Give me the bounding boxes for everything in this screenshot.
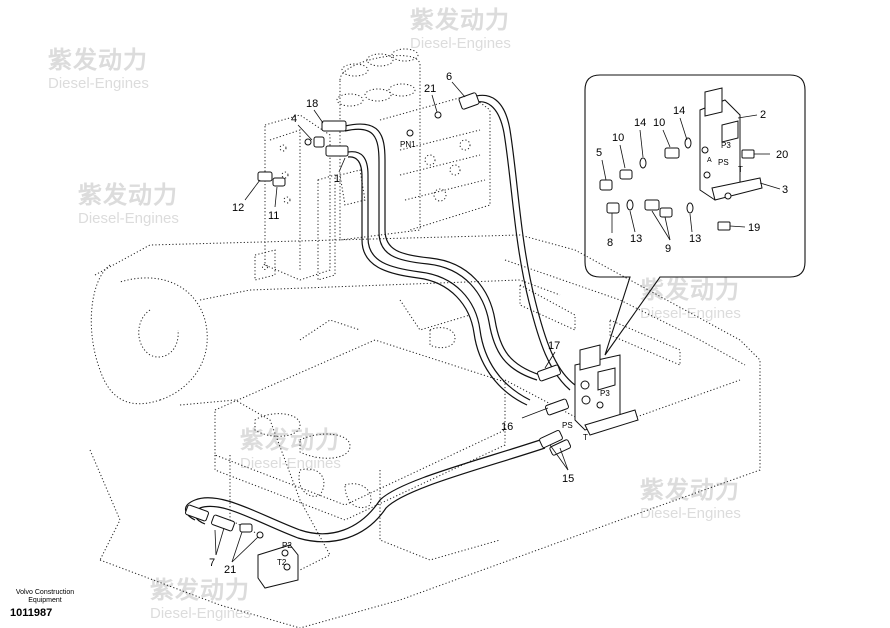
detail-callout-19: 19	[748, 222, 760, 234]
callout-7: 7	[209, 557, 215, 569]
callout-12: 12	[232, 202, 244, 214]
detail-callout-numbers: 2 14 10 14 10 5 20 3 8 13 9 13 19	[596, 105, 788, 255]
port-label-t: T	[583, 433, 588, 442]
leader-lines	[214, 81, 781, 563]
detail-callout-13: 13	[630, 233, 642, 245]
shuttle-valve-assembly: P3 PS T	[562, 344, 639, 442]
callout-18: 18	[306, 98, 318, 110]
fitting-18	[321, 120, 347, 132]
callout-21: 21	[424, 83, 436, 95]
detail-callout-14b: 14	[634, 117, 646, 129]
valve-bracket	[254, 114, 336, 281]
detail-callout-8: 8	[607, 237, 613, 249]
main-control-valve	[336, 48, 491, 241]
callout-1: 1	[334, 173, 340, 185]
port-label-p2: P2	[282, 541, 292, 550]
detail-callout-10b: 10	[612, 132, 624, 144]
callout-6: 6	[446, 71, 452, 83]
port-label-p3: P3	[600, 389, 610, 398]
brand-line2: Equipment	[28, 597, 62, 604]
detail-port-t: T	[738, 165, 743, 174]
hydraulic-hoses	[185, 94, 576, 543]
machine-frame	[89, 234, 761, 628]
brand-label: Volvo Construction Equipment	[10, 589, 80, 605]
detail-callout-9: 9	[665, 243, 671, 255]
detail-port-ps: PS	[718, 158, 729, 167]
callout-4: 4	[291, 113, 297, 125]
callout-11: 11	[268, 210, 279, 222]
detail-callout-2: 2	[760, 109, 766, 121]
callout-pn1: PN1	[400, 140, 416, 149]
callout-numbers: 18 4 21 6 PN1 1 12 11 17 16 15 7 21	[209, 71, 574, 576]
detail-callout-14: 14	[673, 105, 685, 117]
detail-port-p3: P3	[721, 141, 731, 150]
detail-callout-13b: 13	[689, 233, 701, 245]
detail-callout-20: 20	[776, 149, 788, 161]
document-number: 1011987	[10, 607, 53, 619]
callout-16: 16	[501, 421, 513, 433]
callout-21-bottom: 21	[224, 564, 236, 576]
port-label-t2: T2	[277, 558, 287, 567]
detail-callout-5: 5	[596, 147, 602, 159]
pilot-port-block: P2 T2	[257, 541, 299, 589]
callout-15: 15	[562, 473, 574, 485]
port-label-ps: PS	[562, 421, 573, 430]
detail-port-a: A	[707, 157, 712, 164]
detail-callout: PS P3 A T	[584, 74, 806, 356]
detail-callout-3: 3	[782, 184, 788, 196]
callout-17: 17	[548, 340, 560, 352]
brand-line1: Volvo Construction	[15, 589, 75, 596]
hose-fittings	[185, 92, 572, 539]
detail-callout-10: 10	[653, 117, 665, 129]
